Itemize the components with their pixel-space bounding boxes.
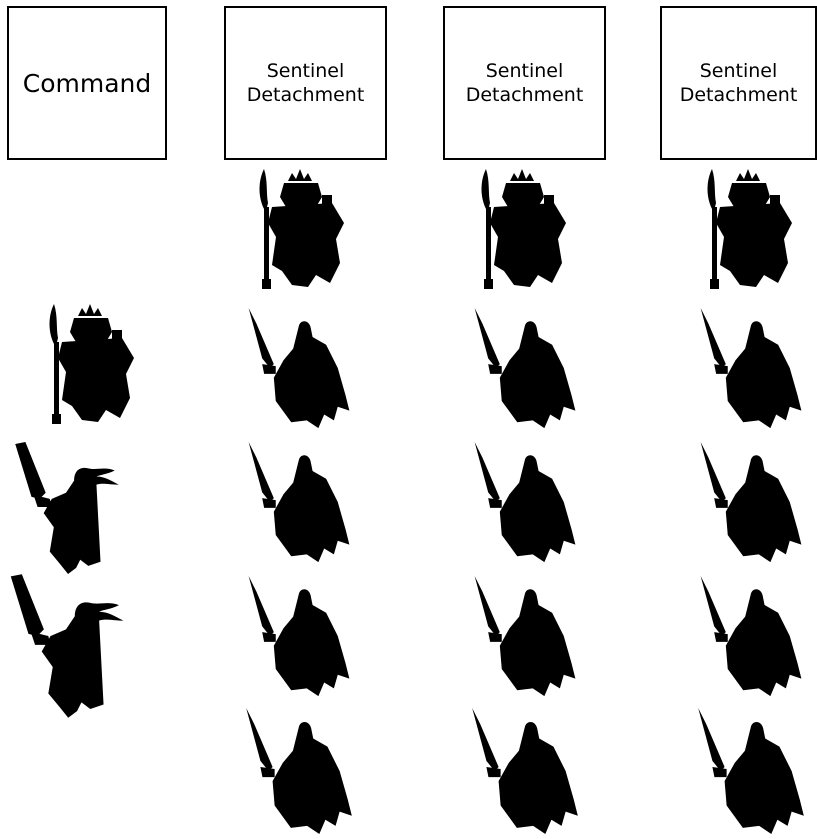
sword-knight-silhouette-icon [692, 706, 810, 836]
command-box: Command [7, 6, 167, 160]
detachment-title-line-1: Sentinel [266, 60, 345, 82]
sentinel-detachment-box-3: Sentinel Detachment [660, 6, 817, 160]
captain-silhouette-icon [474, 160, 570, 298]
captain-silhouette-icon [252, 160, 348, 298]
detachment-title-line-1: Sentinel [699, 60, 778, 82]
sword-knight-silhouette-icon [692, 574, 810, 698]
sword-knight-silhouette-icon [240, 574, 358, 698]
banner-knight-silhouette-icon [4, 440, 128, 576]
sword-knight-silhouette-icon [240, 706, 358, 836]
detachment-title-line-1: Sentinel [485, 60, 564, 82]
sword-knight-silhouette-icon [466, 706, 584, 836]
banner-knight-silhouette-icon [4, 572, 128, 720]
sword-knight-silhouette-icon [692, 306, 810, 430]
sentinel-detachment-box-2: Sentinel Detachment [443, 6, 606, 160]
sword-knight-silhouette-icon [240, 440, 358, 564]
captain-silhouette-icon [700, 160, 796, 298]
sword-knight-silhouette-icon [692, 440, 810, 564]
detachment-title-line-2: Detachment [246, 84, 365, 106]
command-title: Command [22, 68, 152, 98]
sentinel-detachment-box-1: Sentinel Detachment [224, 6, 387, 160]
detachment-title-line-2: Detachment [465, 84, 584, 106]
sword-knight-silhouette-icon [240, 306, 358, 430]
captain-silhouette-icon [42, 296, 138, 432]
detachment-title-line-2: Detachment [679, 84, 798, 106]
sword-knight-silhouette-icon [466, 574, 584, 698]
sword-knight-silhouette-icon [466, 440, 584, 564]
sword-knight-silhouette-icon [466, 306, 584, 430]
